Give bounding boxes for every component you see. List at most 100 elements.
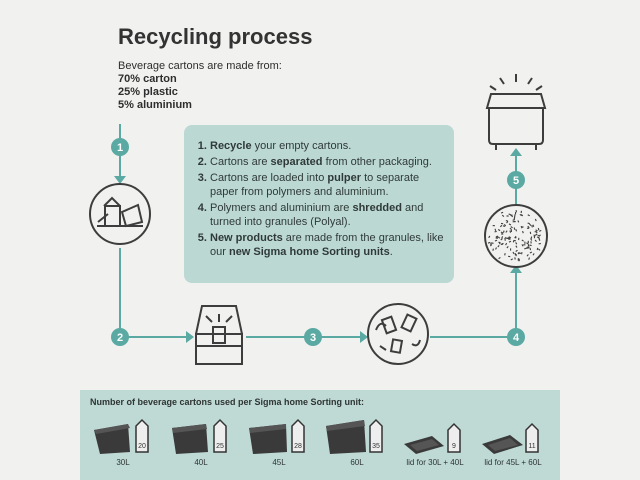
separation-bin-icon bbox=[195, 305, 243, 365]
step-3: Cartons are loaded into pulper to separa… bbox=[210, 171, 444, 199]
granule bbox=[529, 247, 532, 251]
granule bbox=[500, 242, 504, 246]
granule bbox=[538, 234, 541, 237]
granule bbox=[527, 243, 530, 247]
granule bbox=[499, 224, 503, 228]
granule bbox=[514, 253, 516, 256]
granule bbox=[517, 220, 520, 223]
granule bbox=[492, 248, 494, 251]
svg-text:35: 35 bbox=[372, 443, 380, 450]
granule bbox=[506, 215, 509, 217]
granule bbox=[517, 259, 520, 262]
granule bbox=[535, 233, 538, 236]
composition-intro: Beverage cartons are made from: 70% cart… bbox=[118, 60, 282, 112]
lid-with-carton-icon: 11 bbox=[482, 422, 539, 454]
granule bbox=[522, 230, 524, 234]
granule bbox=[501, 233, 504, 235]
lid-with-carton-icon: 9 bbox=[404, 422, 461, 454]
granule bbox=[529, 231, 532, 235]
svg-text:28: 28 bbox=[294, 443, 302, 450]
granule bbox=[497, 228, 501, 232]
granule bbox=[501, 214, 505, 217]
granule bbox=[535, 229, 538, 232]
aluminium-share: 5% aluminium bbox=[118, 99, 192, 111]
granule bbox=[497, 236, 501, 239]
unit-label: lid for 45L + 60L bbox=[484, 458, 542, 467]
granule bbox=[520, 214, 524, 217]
arrow-head-right-2 bbox=[360, 331, 368, 343]
pulper-icon bbox=[367, 303, 429, 365]
granule bbox=[513, 220, 516, 223]
granule bbox=[499, 241, 501, 245]
granule bbox=[527, 246, 530, 248]
granule bbox=[524, 241, 526, 244]
granule bbox=[534, 239, 537, 242]
granule bbox=[523, 244, 526, 246]
granule bbox=[513, 216, 516, 219]
bin-with-carton-icon: 35 bbox=[326, 418, 383, 454]
granule bbox=[529, 251, 533, 254]
granule bbox=[500, 222, 504, 225]
granule bbox=[507, 255, 511, 258]
granule bbox=[533, 234, 536, 237]
granule bbox=[491, 242, 494, 244]
unit-label: 30L bbox=[116, 458, 130, 467]
process-steps-box: Recycle your empty cartons. Cartons are … bbox=[184, 125, 454, 283]
granule bbox=[496, 236, 499, 239]
granule bbox=[517, 251, 520, 255]
granule bbox=[500, 231, 504, 234]
granule bbox=[527, 240, 529, 244]
granule bbox=[494, 228, 497, 232]
granule bbox=[534, 218, 537, 222]
step-marker-5: 5 bbox=[507, 171, 525, 189]
carton-share: 70% carton bbox=[118, 73, 177, 85]
step-marker-1: 1 bbox=[111, 138, 129, 156]
granule bbox=[538, 243, 541, 245]
svg-text:3: 3 bbox=[310, 332, 316, 344]
granule bbox=[497, 244, 500, 248]
granule bbox=[510, 258, 513, 261]
granule bbox=[537, 227, 540, 231]
unit-label: 40L bbox=[194, 458, 208, 467]
step-marker-2: 2 bbox=[111, 328, 129, 346]
unit-40l: 25 40L bbox=[166, 416, 236, 476]
granule bbox=[509, 227, 512, 231]
granule bbox=[515, 210, 517, 213]
granule bbox=[515, 249, 518, 252]
granule bbox=[518, 252, 521, 254]
granule bbox=[535, 230, 538, 234]
granule bbox=[495, 247, 497, 250]
granule bbox=[529, 223, 532, 226]
granule bbox=[508, 240, 512, 243]
arrow-head-down bbox=[114, 176, 126, 184]
carton-usage-panel: Number of beverage cartons used per Sigm… bbox=[80, 390, 560, 480]
granule bbox=[492, 225, 495, 227]
granule bbox=[518, 237, 520, 241]
recycling-flow-diagram: 1 2 3 4 5 bbox=[89, 74, 548, 365]
granule bbox=[506, 245, 509, 249]
granule bbox=[510, 214, 513, 216]
granule bbox=[500, 211, 504, 214]
granule bbox=[512, 251, 515, 255]
granule bbox=[519, 213, 522, 217]
granule bbox=[514, 257, 516, 260]
intro-text: Beverage cartons are made from: bbox=[118, 60, 282, 72]
granule bbox=[539, 229, 542, 232]
granule bbox=[521, 244, 524, 247]
granule bbox=[520, 226, 523, 229]
svg-text:20: 20 bbox=[138, 443, 146, 450]
page-title: Recycling process bbox=[118, 24, 313, 49]
unit-label: 60L bbox=[350, 458, 364, 467]
granule bbox=[536, 247, 539, 251]
granule bbox=[508, 238, 511, 240]
svg-text:1: 1 bbox=[117, 142, 123, 154]
granule bbox=[494, 230, 497, 233]
svg-text:9: 9 bbox=[452, 443, 456, 450]
step-2: Cartons are separated from other packagi… bbox=[210, 155, 444, 169]
granule bbox=[514, 214, 516, 217]
granule bbox=[526, 254, 529, 257]
granule bbox=[509, 230, 512, 233]
granule bbox=[526, 242, 529, 245]
granule bbox=[510, 226, 513, 229]
granule bbox=[515, 245, 518, 248]
